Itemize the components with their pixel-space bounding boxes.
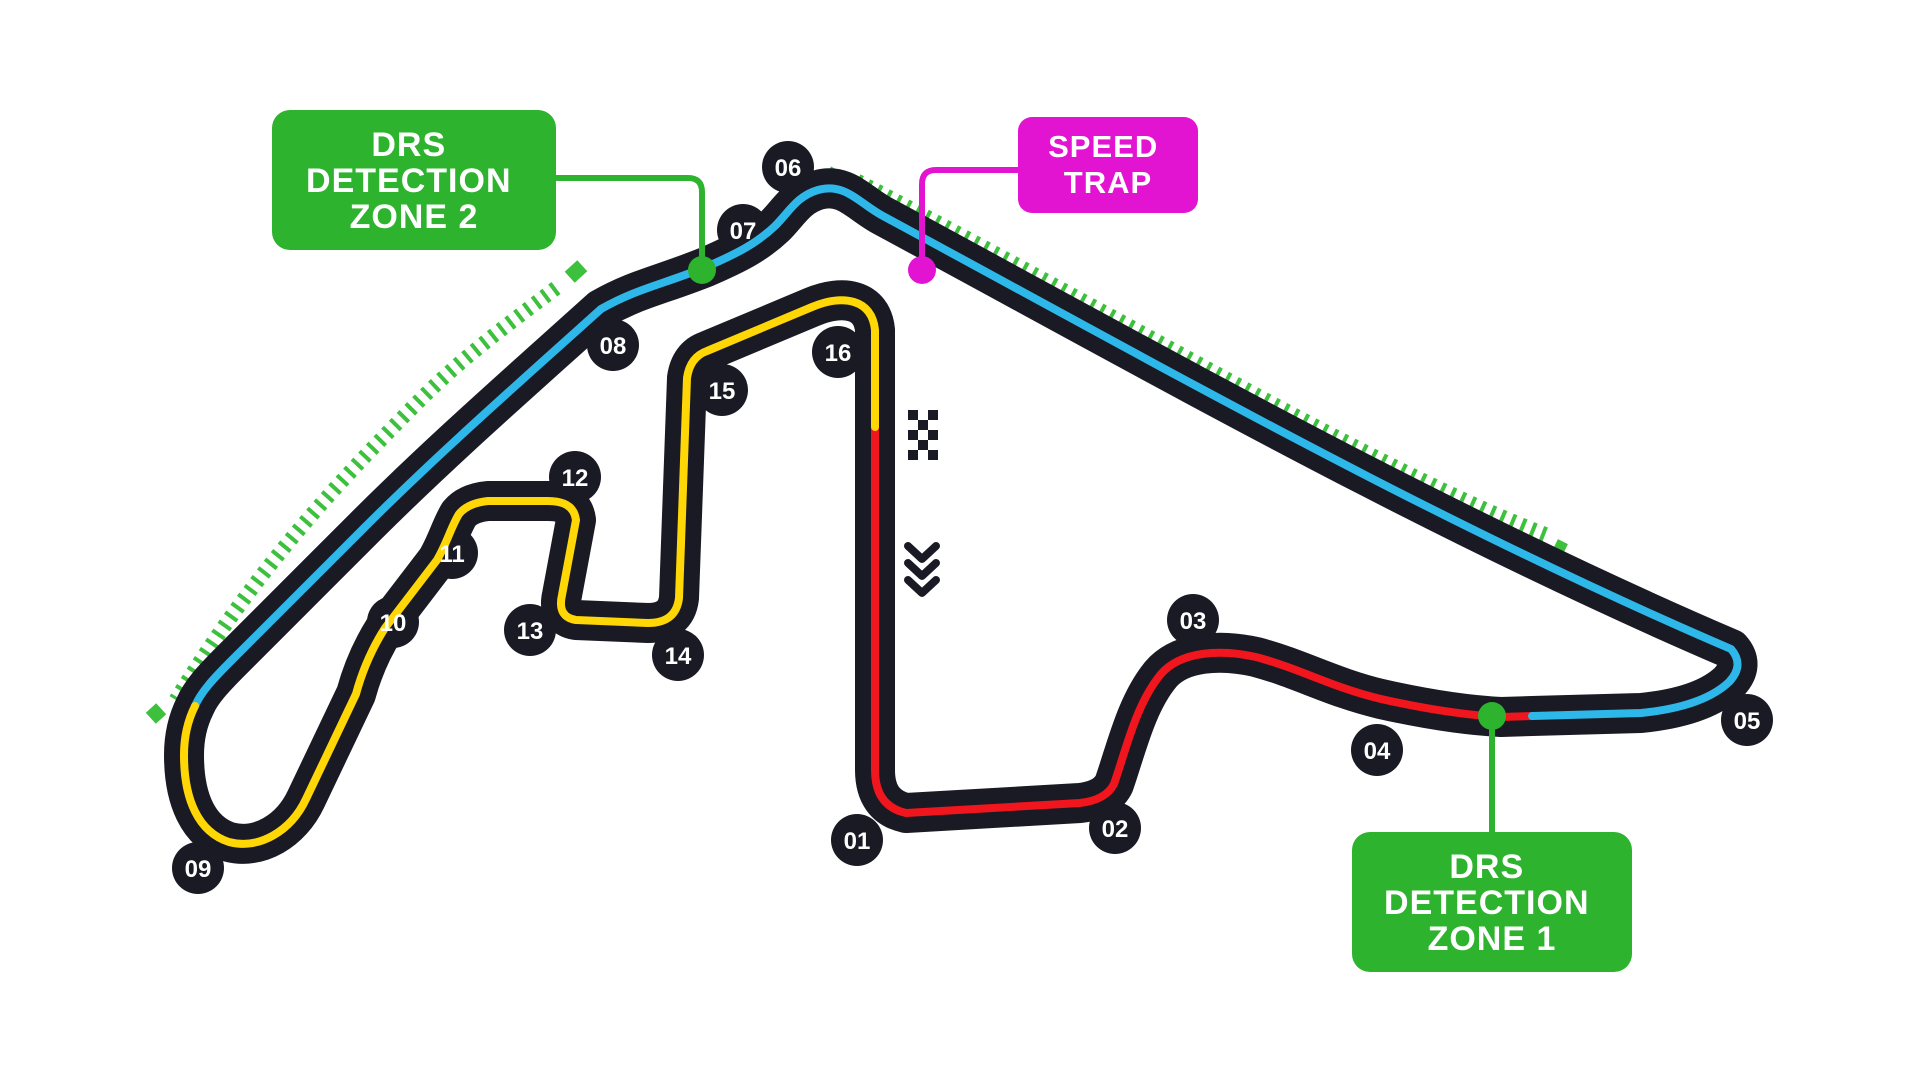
checkered-flag-icon bbox=[908, 410, 938, 460]
drs-zone-2-hatch-start-cap bbox=[564, 260, 588, 283]
turn-marker-13 bbox=[504, 604, 556, 656]
turn-marker-06 bbox=[762, 141, 814, 193]
turn-label-12: 12 bbox=[562, 465, 589, 492]
turn-label-16: 16 bbox=[825, 340, 852, 367]
turn-marker-04 bbox=[1351, 724, 1403, 776]
speed-trap-label: SPEED TRAP bbox=[1048, 129, 1168, 200]
drs-detection-zone-2-label: DRS DETECTION ZONE 2 bbox=[306, 126, 522, 236]
turn-marker-01 bbox=[831, 814, 883, 866]
turn-label-07: 07 bbox=[730, 218, 757, 245]
turn-label-10: 10 bbox=[380, 610, 407, 637]
drs-detection-zone-1-label: DRS DETECTION ZONE 1 bbox=[1384, 848, 1600, 958]
turn-label-05: 05 bbox=[1734, 708, 1761, 735]
turn-markers-circles bbox=[172, 141, 1773, 894]
drs-detection-zone-1-callout: DRS DETECTION ZONE 1 bbox=[1352, 832, 1632, 972]
sector-1-line bbox=[871, 423, 1536, 817]
sector-3-line bbox=[180, 296, 879, 848]
drs-detection-zone-2-callout: DRS DETECTION ZONE 2 bbox=[272, 110, 556, 250]
turn-label-09: 09 bbox=[185, 856, 212, 883]
turn-label-02: 02 bbox=[1102, 816, 1129, 843]
drs-zone-2-hatch-end-cap bbox=[145, 703, 167, 724]
speed-trap-box bbox=[1018, 117, 1198, 213]
turn-label-15: 15 bbox=[709, 378, 736, 405]
turn-label-04: 04 bbox=[1364, 738, 1391, 765]
chevrons-down-icon bbox=[904, 542, 940, 597]
speed-trap-point bbox=[908, 256, 936, 284]
speed-trap-connector bbox=[919, 167, 1021, 259]
drs-zone-1-hatch bbox=[853, 174, 1552, 544]
drs-detection-zone-2-box bbox=[272, 110, 556, 250]
turn-numbers: 01 02 03 04 05 06 07 08 09 10 11 12 13 1… bbox=[185, 155, 1761, 883]
drs-detection-point-2 bbox=[688, 256, 716, 284]
drs-zone-2-connector bbox=[553, 175, 705, 261]
sector-2-line bbox=[191, 184, 1742, 720]
turn-label-06: 06 bbox=[775, 155, 802, 182]
turn-marker-08 bbox=[587, 319, 639, 371]
turn-label-13: 13 bbox=[517, 618, 544, 645]
turn-marker-02 bbox=[1089, 802, 1141, 854]
turn-marker-11 bbox=[426, 527, 478, 579]
drs-detection-zone-1-box bbox=[1352, 832, 1632, 972]
track-point-markers bbox=[688, 256, 1506, 730]
turn-marker-15 bbox=[696, 364, 748, 416]
turn-marker-03 bbox=[1167, 594, 1219, 646]
turn-label-01: 01 bbox=[844, 828, 871, 855]
turn-marker-14 bbox=[652, 629, 704, 681]
turn-label-03: 03 bbox=[1180, 608, 1207, 635]
turn-marker-12 bbox=[549, 451, 601, 503]
turn-marker-09 bbox=[172, 842, 224, 894]
drs-zone-2-hatch bbox=[169, 282, 561, 704]
track bbox=[164, 141, 1773, 894]
turn-marker-05 bbox=[1721, 694, 1773, 746]
speed-trap-callout: SPEED TRAP bbox=[1018, 117, 1198, 213]
drs-detection-point-1 bbox=[1478, 702, 1506, 730]
turn-label-14: 14 bbox=[665, 643, 692, 670]
drs-zone-1-hatch-end-cap bbox=[1552, 539, 1568, 556]
turn-label-08: 08 bbox=[600, 333, 627, 360]
turn-marker-16 bbox=[812, 326, 864, 378]
turn-label-11: 11 bbox=[439, 541, 464, 568]
callout-connectors bbox=[553, 167, 1495, 839]
